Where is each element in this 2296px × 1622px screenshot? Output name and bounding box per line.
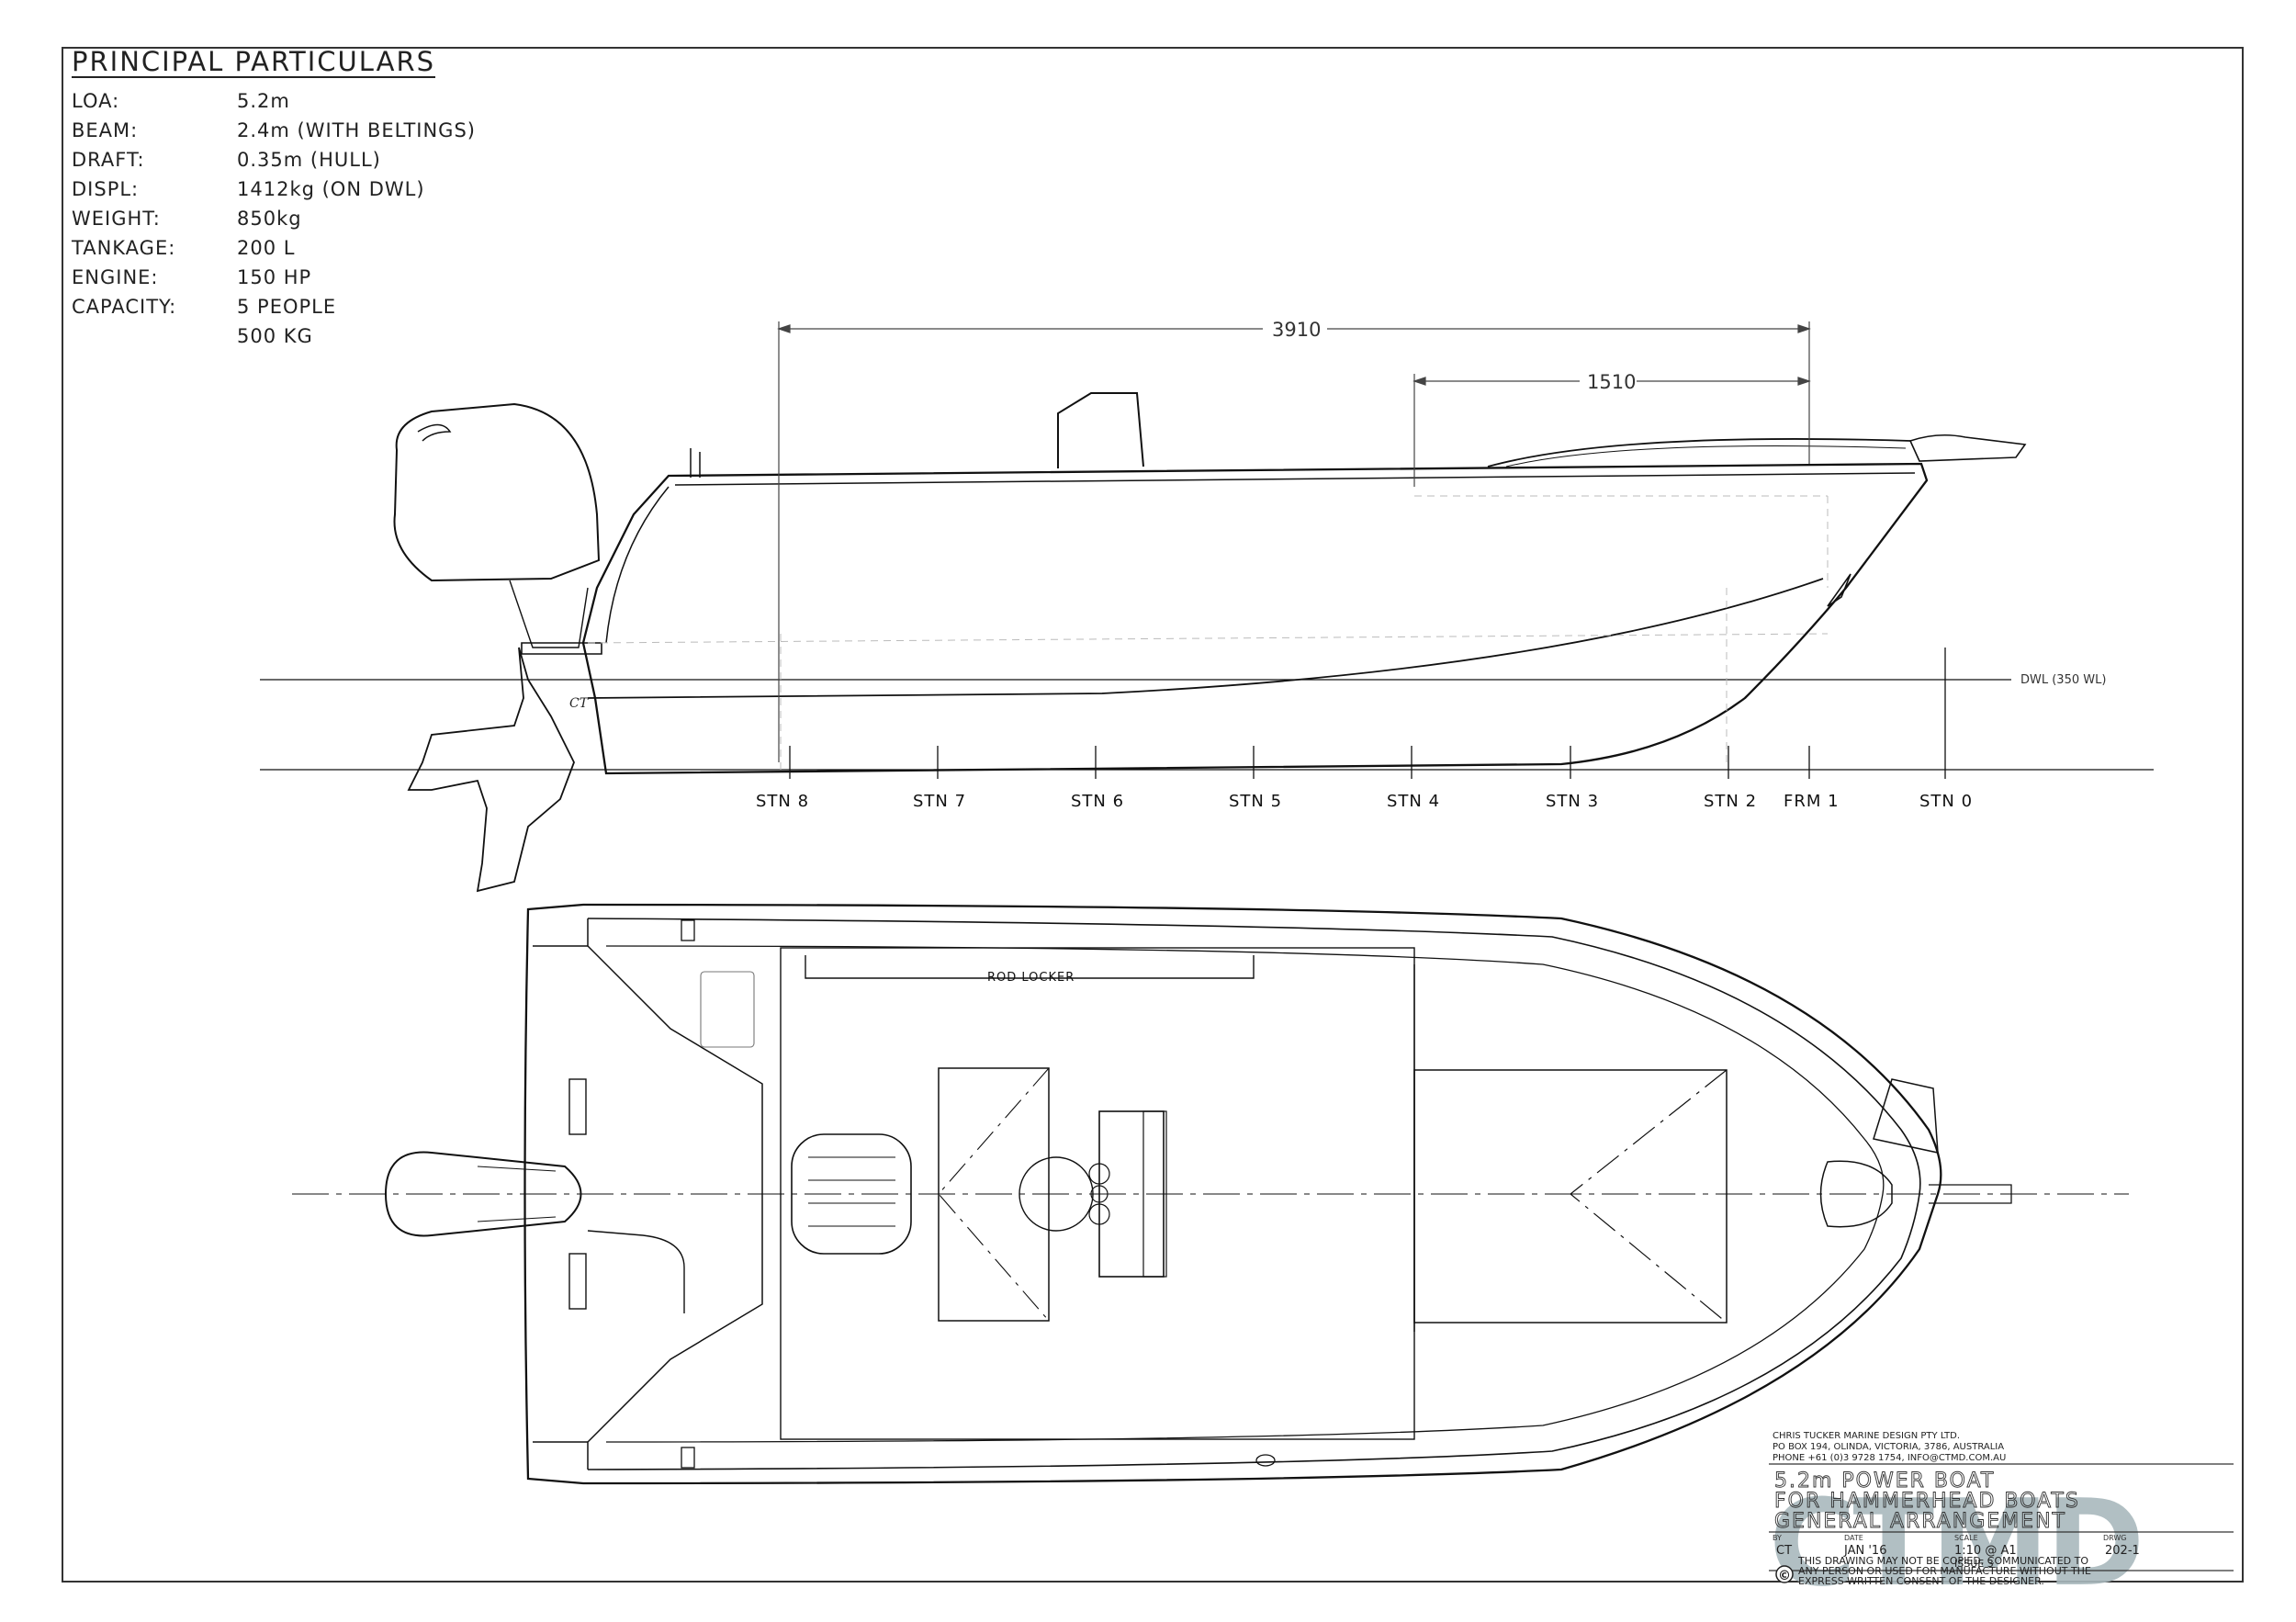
bow-fitting [1908, 434, 2027, 462]
particulars-value: 5.2m [237, 90, 290, 112]
helm-seat-box [938, 1067, 1050, 1322]
company-address: PO BOX 194, OLINDA, VICTORIA, 3786, AUST… [1773, 1442, 2004, 1452]
drawing-title-1: 5.2m POWER BOAT [1774, 1470, 1995, 1492]
aft-seat [791, 1133, 912, 1255]
station-label: STN 0 [1919, 792, 1973, 811]
bow-rail-inner [1505, 445, 1907, 467]
forward-hatch [1413, 1069, 1728, 1324]
copyright-notice-2: ANY PERSON OR USED FOR MANUFACTURE WITHO… [1798, 1565, 2091, 1577]
particulars-value: 850kg [237, 208, 302, 230]
profile-dimensions [777, 321, 1811, 762]
copyright-notice-1: THIS DRAWING MAY NOT BE COPIED, COMMUNIC… [1797, 1555, 2088, 1567]
center-console [1098, 1110, 1165, 1278]
particulars-label: LOA: [72, 90, 120, 112]
particulars-value: 500 KG [237, 325, 313, 347]
particulars-value: 0.35m (HULL) [237, 149, 381, 171]
copyright-notice-3: EXPRESS WRITTEN CONSENT OF THE DESIGNER. [1798, 1575, 2044, 1587]
by-label: BY [1773, 1534, 1782, 1542]
station-label: FRM 1 [1784, 792, 1840, 811]
dim-forward: 1510 [1587, 371, 1636, 393]
rod-locker-label: ROD LOCKER [987, 971, 1075, 985]
drawing-title-3: GENERAL ARRANGEMENT [1774, 1510, 2066, 1533]
particulars-value: 200 L [237, 237, 296, 259]
particulars-row: 500 KG [72, 321, 476, 351]
drawing-issue: ISSUE 3 [1954, 1558, 1994, 1570]
date-label: DATE [1844, 1534, 1863, 1542]
aft-deck [587, 918, 763, 1470]
dim-overall: 3910 [1272, 319, 1321, 341]
drawing-number: 202-1 [2105, 1544, 2140, 1558]
particulars-label: BEAM: [72, 119, 139, 141]
particulars-value: 1412kg (ON DWL) [237, 178, 425, 200]
plan-view [292, 903, 2129, 1485]
particulars-heading: PRINCIPAL PARTICULARS [72, 46, 436, 77]
rod-locker [805, 955, 1255, 979]
company-name: CHRIS TUCKER MARINE DESIGN PTY LTD. [1773, 1431, 1960, 1441]
bow-hatch [1819, 1160, 1893, 1228]
particulars-label [72, 321, 237, 351]
company-contact: PHONE +61 (0)3 9728 1754, INFO@CTMD.COM.… [1773, 1453, 2006, 1463]
gunwale-line [674, 472, 1916, 486]
hull-profile [581, 462, 1929, 775]
principal-particulars: PRINCIPAL PARTICULARS LOA: 5.2m BEAM: 2.4m… [72, 46, 476, 351]
particulars-label: CAPACITY: [72, 296, 177, 318]
bow-anchor [1827, 573, 1851, 607]
particulars-value: 2.4m (WITH BELTINGS) [237, 119, 476, 141]
station-label: STN 5 [1229, 792, 1282, 811]
gunwale-plan [587, 918, 1921, 1470]
particulars-row: DRAFT: 0.35m (HULL) [72, 145, 476, 175]
drawing-scale: 1:10 @ A1 [1954, 1544, 2017, 1558]
station-label: STN 7 [913, 792, 966, 811]
outboard-midsection [509, 580, 589, 648]
particulars-label: DISPL: [72, 178, 140, 200]
station-label: STN 2 [1704, 792, 1757, 811]
waterline-label: DWL (350 WL) [2020, 673, 2106, 687]
station-label: STN 8 [756, 792, 809, 811]
copyright-icon: © [1778, 1569, 1791, 1583]
particulars-row: ENGINE: 150 HP [72, 263, 476, 292]
station-label: STN 6 [1071, 792, 1124, 811]
steering-wheel [1019, 1156, 1094, 1232]
watermark-logo: CTMD [1769, 1473, 2141, 1613]
gunwale-plan-inner [605, 945, 1885, 1443]
particulars-label: ENGINE: [72, 266, 159, 288]
station-markers [789, 648, 1946, 779]
outboard-cowling [393, 402, 601, 582]
particulars-row: BEAM: 2.4m (WITH BELTINGS) [72, 116, 476, 145]
drawing-title-2: FOR HAMMERHEAD BOATS [1774, 1490, 2080, 1513]
drawing-date: JAN '16 [1843, 1544, 1886, 1558]
particulars-value: 5 PEOPLE [237, 296, 337, 318]
bow-rail [1487, 438, 1911, 467]
particulars-row: DISPL: 1412kg (ON DWL) [72, 175, 476, 204]
particulars-value: 150 HP [237, 266, 312, 288]
drawing-number-label: DRWG [2103, 1534, 2127, 1542]
particulars-row: CAPACITY: 5 PEOPLE [72, 292, 476, 321]
console-profile [1057, 392, 1144, 468]
transom-bracket [521, 642, 602, 655]
title-block: CHRIS TUCKER MARINE DESIGN PTY LTD. PO B… [1769, 1431, 2234, 1613]
profile-view: DWL (350 WL) [260, 392, 2154, 893]
outboard-plan [384, 1151, 582, 1237]
outboard-cowl-detail [417, 423, 452, 442]
bow-roller [1873, 1078, 1939, 1154]
chine-line [587, 578, 1824, 699]
particulars-label: WEIGHT: [72, 208, 161, 230]
lazarette-hatch [700, 971, 755, 1048]
transom-initials: CT [569, 696, 589, 711]
particulars-row: WEIGHT: 850kg [72, 204, 476, 233]
sheet-border [62, 47, 2244, 1583]
drawn-by: CT [1776, 1544, 1792, 1558]
particulars-label: TANKAGE: [72, 237, 176, 259]
outboard-leg [407, 647, 575, 893]
station-label: STN 4 [1387, 792, 1440, 811]
particulars-label: DRAFT: [72, 149, 145, 171]
scale-label: SCALE [1954, 1534, 1978, 1542]
transom-line [605, 486, 670, 644]
particulars-row: TANKAGE: 200 L [72, 233, 476, 263]
station-label: STN 3 [1546, 792, 1599, 811]
particulars-row: LOA: 5.2m [72, 86, 476, 116]
hull-plan [523, 903, 1942, 1485]
